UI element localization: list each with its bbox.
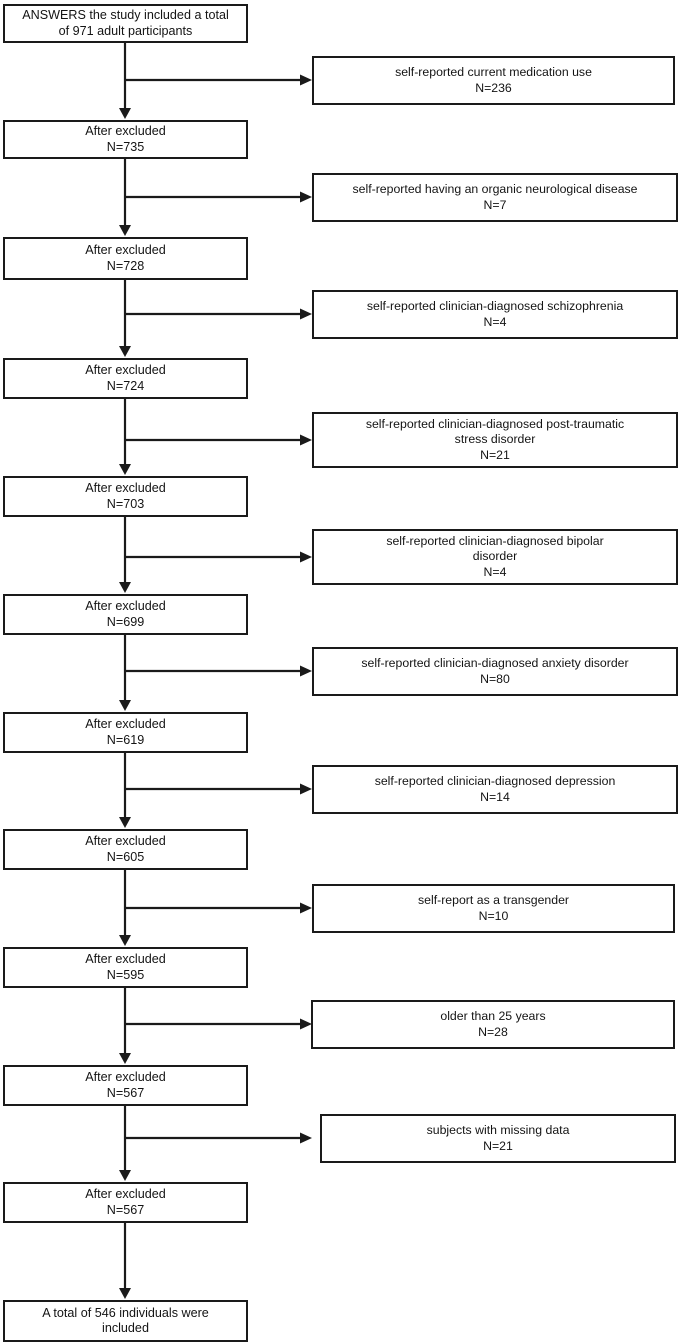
node-label: self-reported clinician-diagnosed bipola… — [386, 533, 604, 579]
main-node-m699: After excluded N=699 — [3, 594, 248, 635]
node-label: After excluded N=567 — [85, 1070, 166, 1100]
branch-arrowhead-e4b — [300, 551, 312, 563]
main-node-m735: After excluded N=735 — [3, 120, 248, 159]
node-label: After excluded N=619 — [85, 717, 166, 747]
branch-arrowhead-e21m — [300, 1132, 312, 1144]
exclusion-node-e4s: self-reported clinician-diagnosed schizo… — [312, 290, 678, 339]
down-arrowhead-6 — [119, 817, 131, 828]
exclusion-node-e236: self-reported current medication use N=2… — [312, 56, 675, 105]
main-node-m619: After excluded N=619 — [3, 712, 248, 753]
main-node-m567a: After excluded N=567 — [3, 1065, 248, 1106]
branch-arrowhead-e80 — [300, 665, 312, 677]
branch-arrowhead-e4s — [300, 308, 312, 320]
node-label: After excluded N=735 — [85, 124, 166, 154]
node-label: After excluded N=703 — [85, 481, 166, 511]
down-arrowhead-5 — [119, 700, 131, 711]
main-node-final: A total of 546 individuals were included — [3, 1300, 248, 1342]
node-label: self-reported clinician-diagnosed post-t… — [365, 416, 625, 462]
node-label: A total of 546 individuals were included — [42, 1305, 209, 1336]
main-node-start: ANSWERS the study included a total of 97… — [3, 4, 248, 43]
main-node-m595: After excluded N=595 — [3, 947, 248, 988]
branch-arrowhead-e21p — [300, 434, 312, 446]
node-label: After excluded N=724 — [85, 363, 166, 393]
main-node-m724: After excluded N=724 — [3, 358, 248, 399]
branch-arrowhead-e14 — [300, 783, 312, 795]
exclusion-node-e14: self-reported clinician-diagnosed depres… — [312, 765, 678, 814]
branch-arrowhead-e7 — [300, 191, 312, 203]
node-label: self-reported clinician-diagnosed schizo… — [366, 299, 624, 329]
node-label: subjects with missing data N=21 — [426, 1123, 570, 1153]
node-label: After excluded N=605 — [85, 834, 166, 864]
down-arrowhead-10 — [119, 1288, 131, 1299]
node-label: After excluded N=567 — [85, 1187, 166, 1217]
node-label: After excluded N=595 — [85, 952, 166, 982]
exclusion-node-e28: older than 25 years N=28 — [311, 1000, 675, 1049]
node-label: self-report as a transgender N=10 — [417, 893, 570, 923]
node-label: After excluded N=699 — [85, 599, 166, 629]
down-arrowhead-7 — [119, 935, 131, 946]
exclusion-node-e4b: self-reported clinician-diagnosed bipola… — [312, 529, 678, 585]
node-label: self-reported clinician-diagnosed depres… — [374, 774, 616, 804]
branch-arrowhead-e236 — [300, 74, 312, 86]
exclusion-node-e21m: subjects with missing data N=21 — [320, 1114, 676, 1163]
exclusion-node-e10: self-report as a transgender N=10 — [312, 884, 675, 933]
down-arrowhead-8 — [119, 1053, 131, 1064]
main-node-m605: After excluded N=605 — [3, 829, 248, 870]
node-label: self-reported current medication use N=2… — [395, 65, 592, 95]
exclusion-node-e80: self-reported clinician-diagnosed anxiet… — [312, 647, 678, 696]
down-arrowhead-2 — [119, 346, 131, 357]
down-arrowhead-0 — [119, 108, 131, 119]
node-label: older than 25 years N=28 — [440, 1009, 546, 1039]
main-node-m567b: After excluded N=567 — [3, 1182, 248, 1223]
node-label: self-reported clinician-diagnosed anxiet… — [361, 656, 629, 686]
node-label: After excluded N=728 — [85, 243, 166, 273]
down-arrowhead-3 — [119, 464, 131, 475]
down-arrowhead-9 — [119, 1170, 131, 1181]
down-arrowhead-4 — [119, 582, 131, 593]
exclusion-node-e21p: self-reported clinician-diagnosed post-t… — [312, 412, 678, 468]
node-label: self-reported having an organic neurolog… — [352, 182, 638, 212]
branch-arrowhead-e10 — [300, 902, 312, 914]
down-arrowhead-1 — [119, 225, 131, 236]
main-node-m703: After excluded N=703 — [3, 476, 248, 517]
node-label: ANSWERS the study included a total of 97… — [22, 8, 229, 38]
exclusion-node-e7: self-reported having an organic neurolog… — [312, 173, 678, 222]
main-node-m728: After excluded N=728 — [3, 237, 248, 280]
